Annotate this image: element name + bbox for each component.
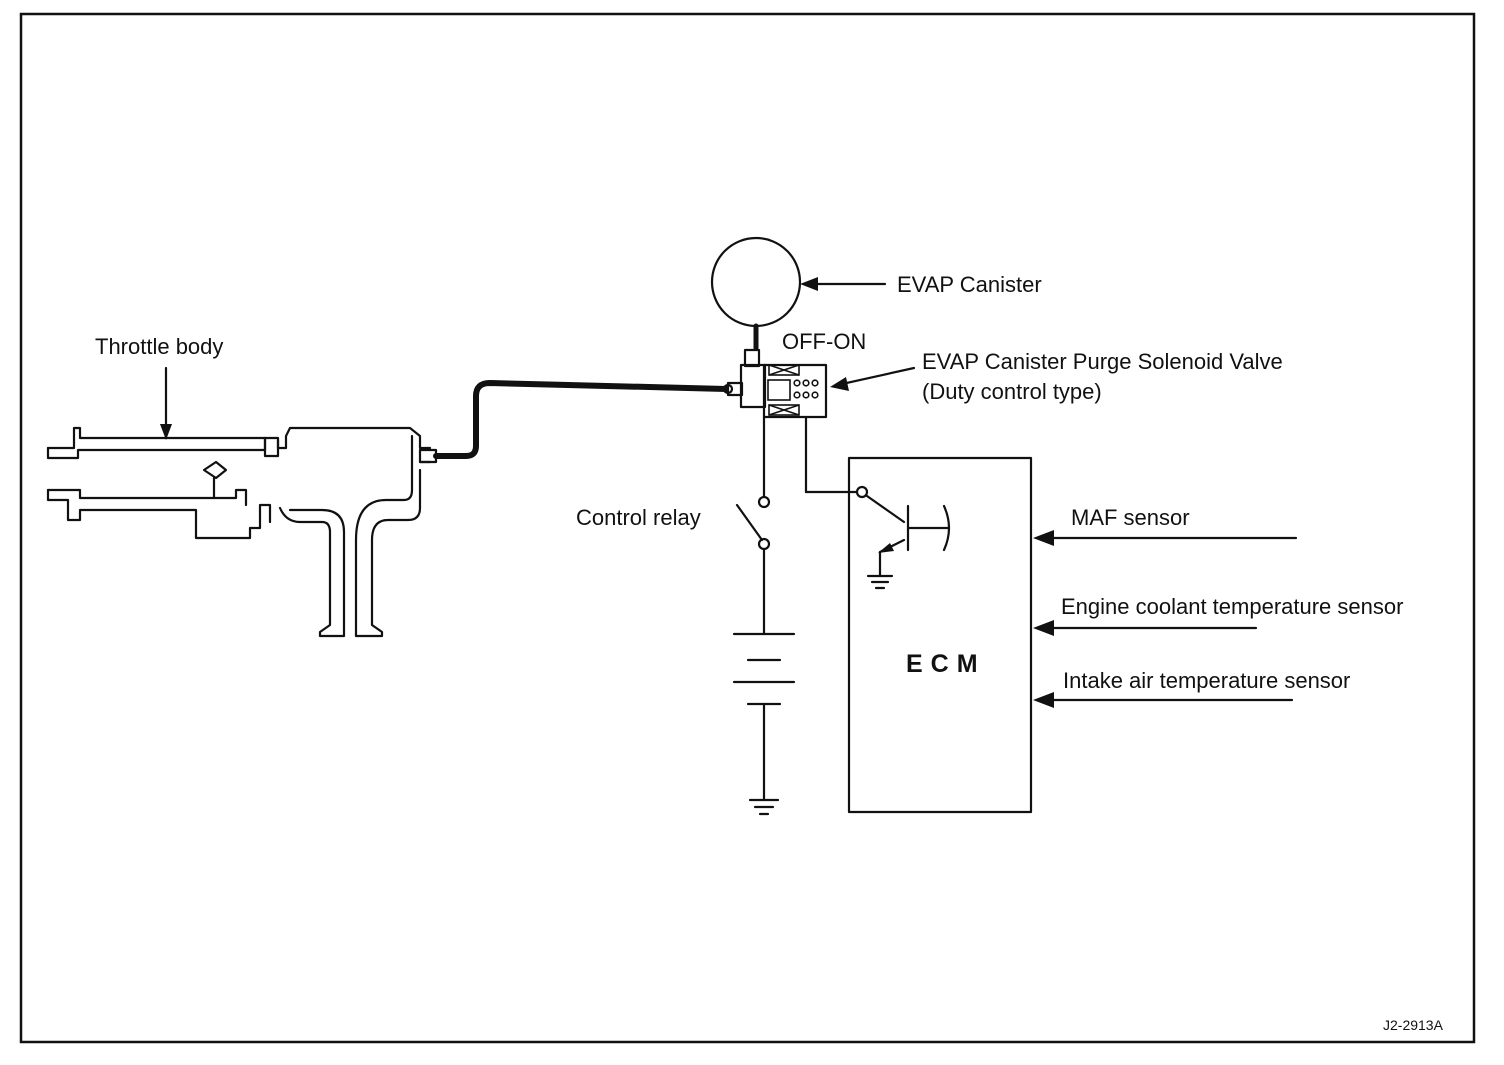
purge-valve-type-label: (Duty control type) xyxy=(922,379,1102,404)
throttle-body-arrow xyxy=(160,366,172,440)
maf-sensor-label: MAF sensor xyxy=(1071,505,1190,530)
control-relay-label: Control relay xyxy=(576,505,701,530)
evap-canister-arrow xyxy=(800,277,887,291)
purge-solenoid-valve-shape xyxy=(722,348,828,419)
figure-frame xyxy=(19,12,1476,1044)
throttle-body-label: Throttle body xyxy=(95,334,224,359)
ecm-drive-circuit xyxy=(804,415,869,499)
off-on-label: OFF-ON xyxy=(782,329,867,354)
coolant-sensor-arrow xyxy=(1033,620,1258,636)
coolant-sensor-label: Engine coolant temperature sensor xyxy=(1061,594,1404,619)
evap-canister-shape xyxy=(710,236,802,351)
figure-code: J2-2913A xyxy=(1383,1017,1443,1033)
intake-air-sensor-label: Intake air temperature sensor xyxy=(1063,668,1351,693)
purge-valve-arrow xyxy=(830,366,916,391)
throttle-body-shape xyxy=(46,426,438,638)
maf-sensor-arrow xyxy=(1033,530,1298,546)
ecm-transistor xyxy=(865,494,951,590)
intake-air-sensor-arrow xyxy=(1033,692,1294,708)
purge-hose xyxy=(433,380,729,459)
relay-circuit xyxy=(732,415,796,816)
ecm-label: ECM xyxy=(906,650,986,678)
purge-valve-label: EVAP Canister Purge Solenoid Valve xyxy=(922,349,1283,374)
evap-canister-label: EVAP Canister xyxy=(897,272,1042,297)
ecm-box xyxy=(847,456,1033,814)
